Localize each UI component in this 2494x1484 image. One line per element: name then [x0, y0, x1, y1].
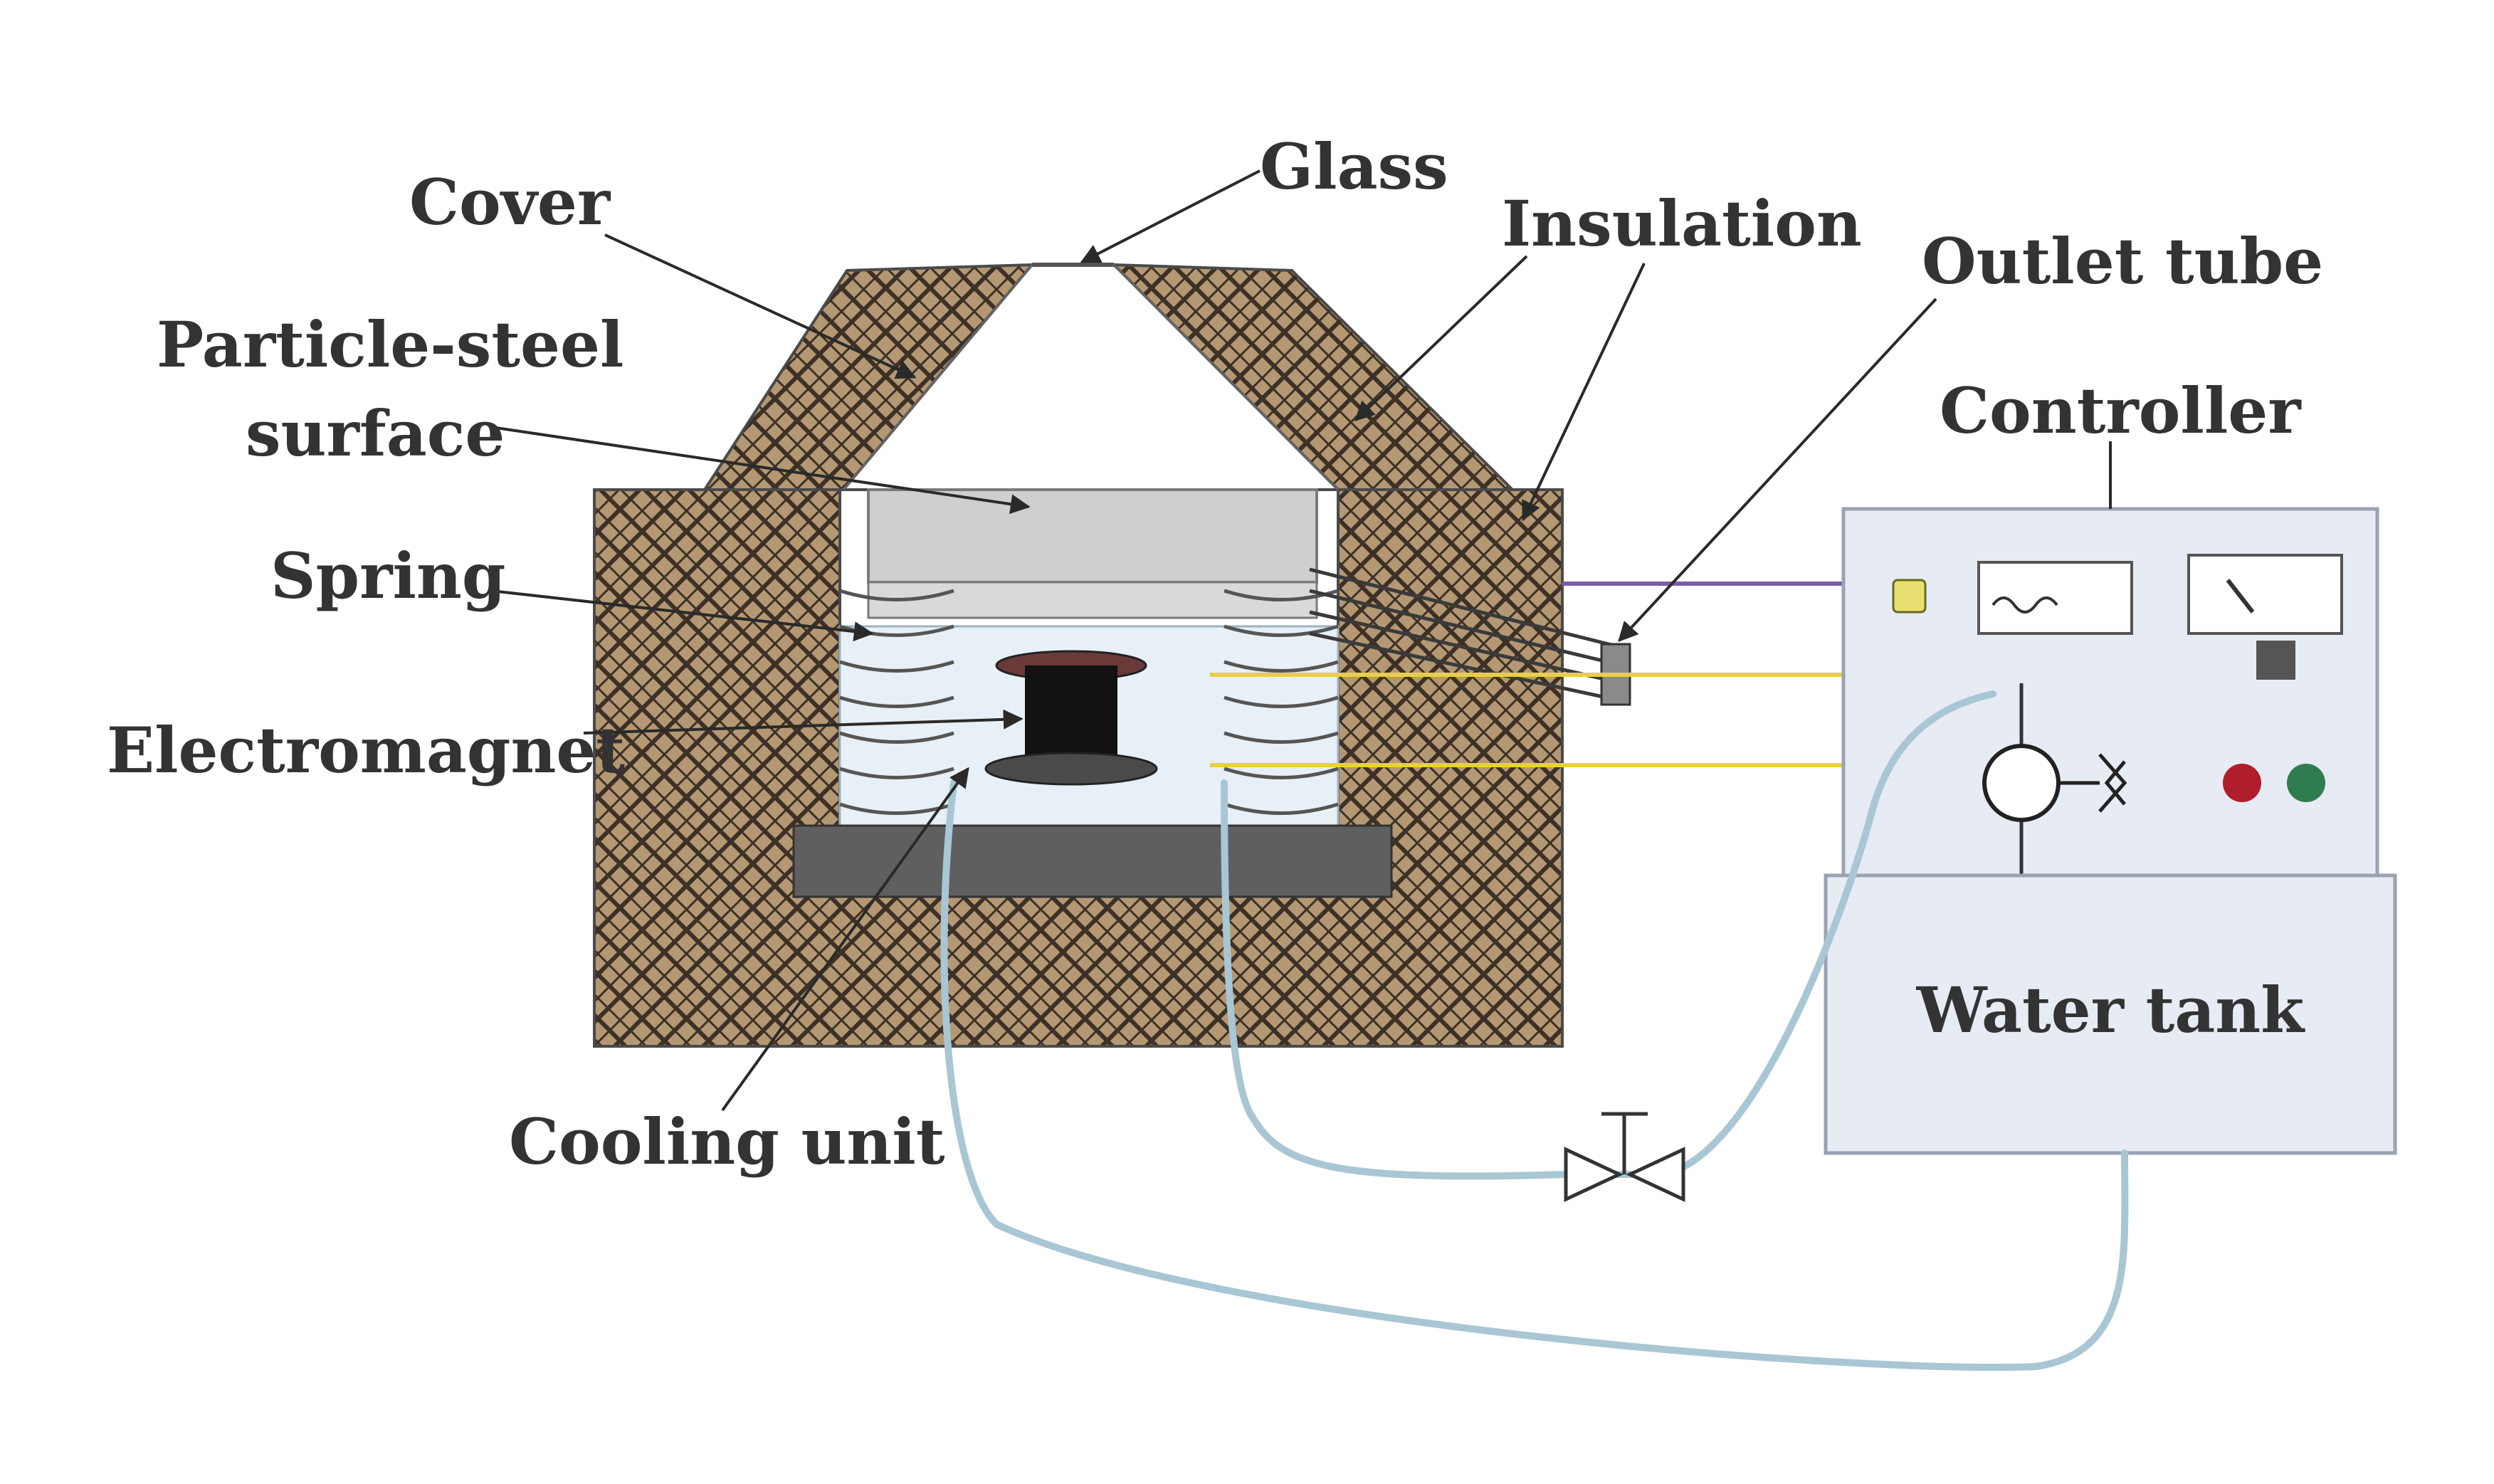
glass-inner-right	[1112, 263, 1340, 491]
meter-needle	[2226, 579, 2255, 614]
plate-lower-layer	[867, 581, 1318, 619]
cover-right-slab	[1110, 263, 1516, 491]
electromagnet-coil	[984, 650, 1158, 786]
return-pipe	[940, 779, 2129, 1371]
green-led-icon	[2287, 764, 2325, 802]
particle-steel-plate	[867, 488, 1318, 584]
controller-unit	[1824, 507, 2397, 1155]
signal-wires	[1210, 582, 1851, 767]
waveform-trace	[1991, 596, 2058, 614]
pump-valve-icon	[2058, 753, 2127, 813]
label-electromagnet: Electromagnet	[107, 713, 625, 787]
indicator-chip	[1892, 579, 1927, 614]
valve-icon	[1564, 1112, 1685, 1202]
label-outlet-tube: Outlet tube	[1922, 224, 2323, 298]
right-spring	[1224, 589, 1339, 815]
glass-inner-left	[842, 264, 1033, 490]
waveform-display	[1977, 561, 2133, 635]
label-controller: Controller	[1940, 374, 2302, 448]
label-spring: Spring	[270, 539, 505, 613]
label-particle-steel-line2: surface	[246, 396, 505, 470]
meter-display	[2187, 554, 2343, 635]
pump-icon	[1982, 744, 2061, 822]
red-led-icon	[2223, 764, 2261, 802]
inner-chamber	[792, 488, 1393, 898]
meter-knob	[2256, 641, 2295, 680]
label-water-tank: Water tank	[1916, 973, 2305, 1047]
outlet-tube	[1309, 567, 1631, 706]
label-insulation: Insulation	[1502, 186, 1862, 261]
water-tank-box	[1824, 873, 2397, 1155]
label-cover: Cover	[409, 165, 611, 239]
label-glass: Glass	[1260, 130, 1448, 204]
label-particle-steel-line1: Particle-steel	[157, 307, 624, 381]
labels: Cover Glass Insulation Outlet tube Contr…	[107, 130, 2323, 1179]
label-cooling-unit: Cooling unit	[509, 1105, 945, 1179]
base-plate	[792, 824, 1393, 898]
cover-left-slab	[702, 263, 1036, 491]
leader-lines	[490, 169, 2112, 1112]
